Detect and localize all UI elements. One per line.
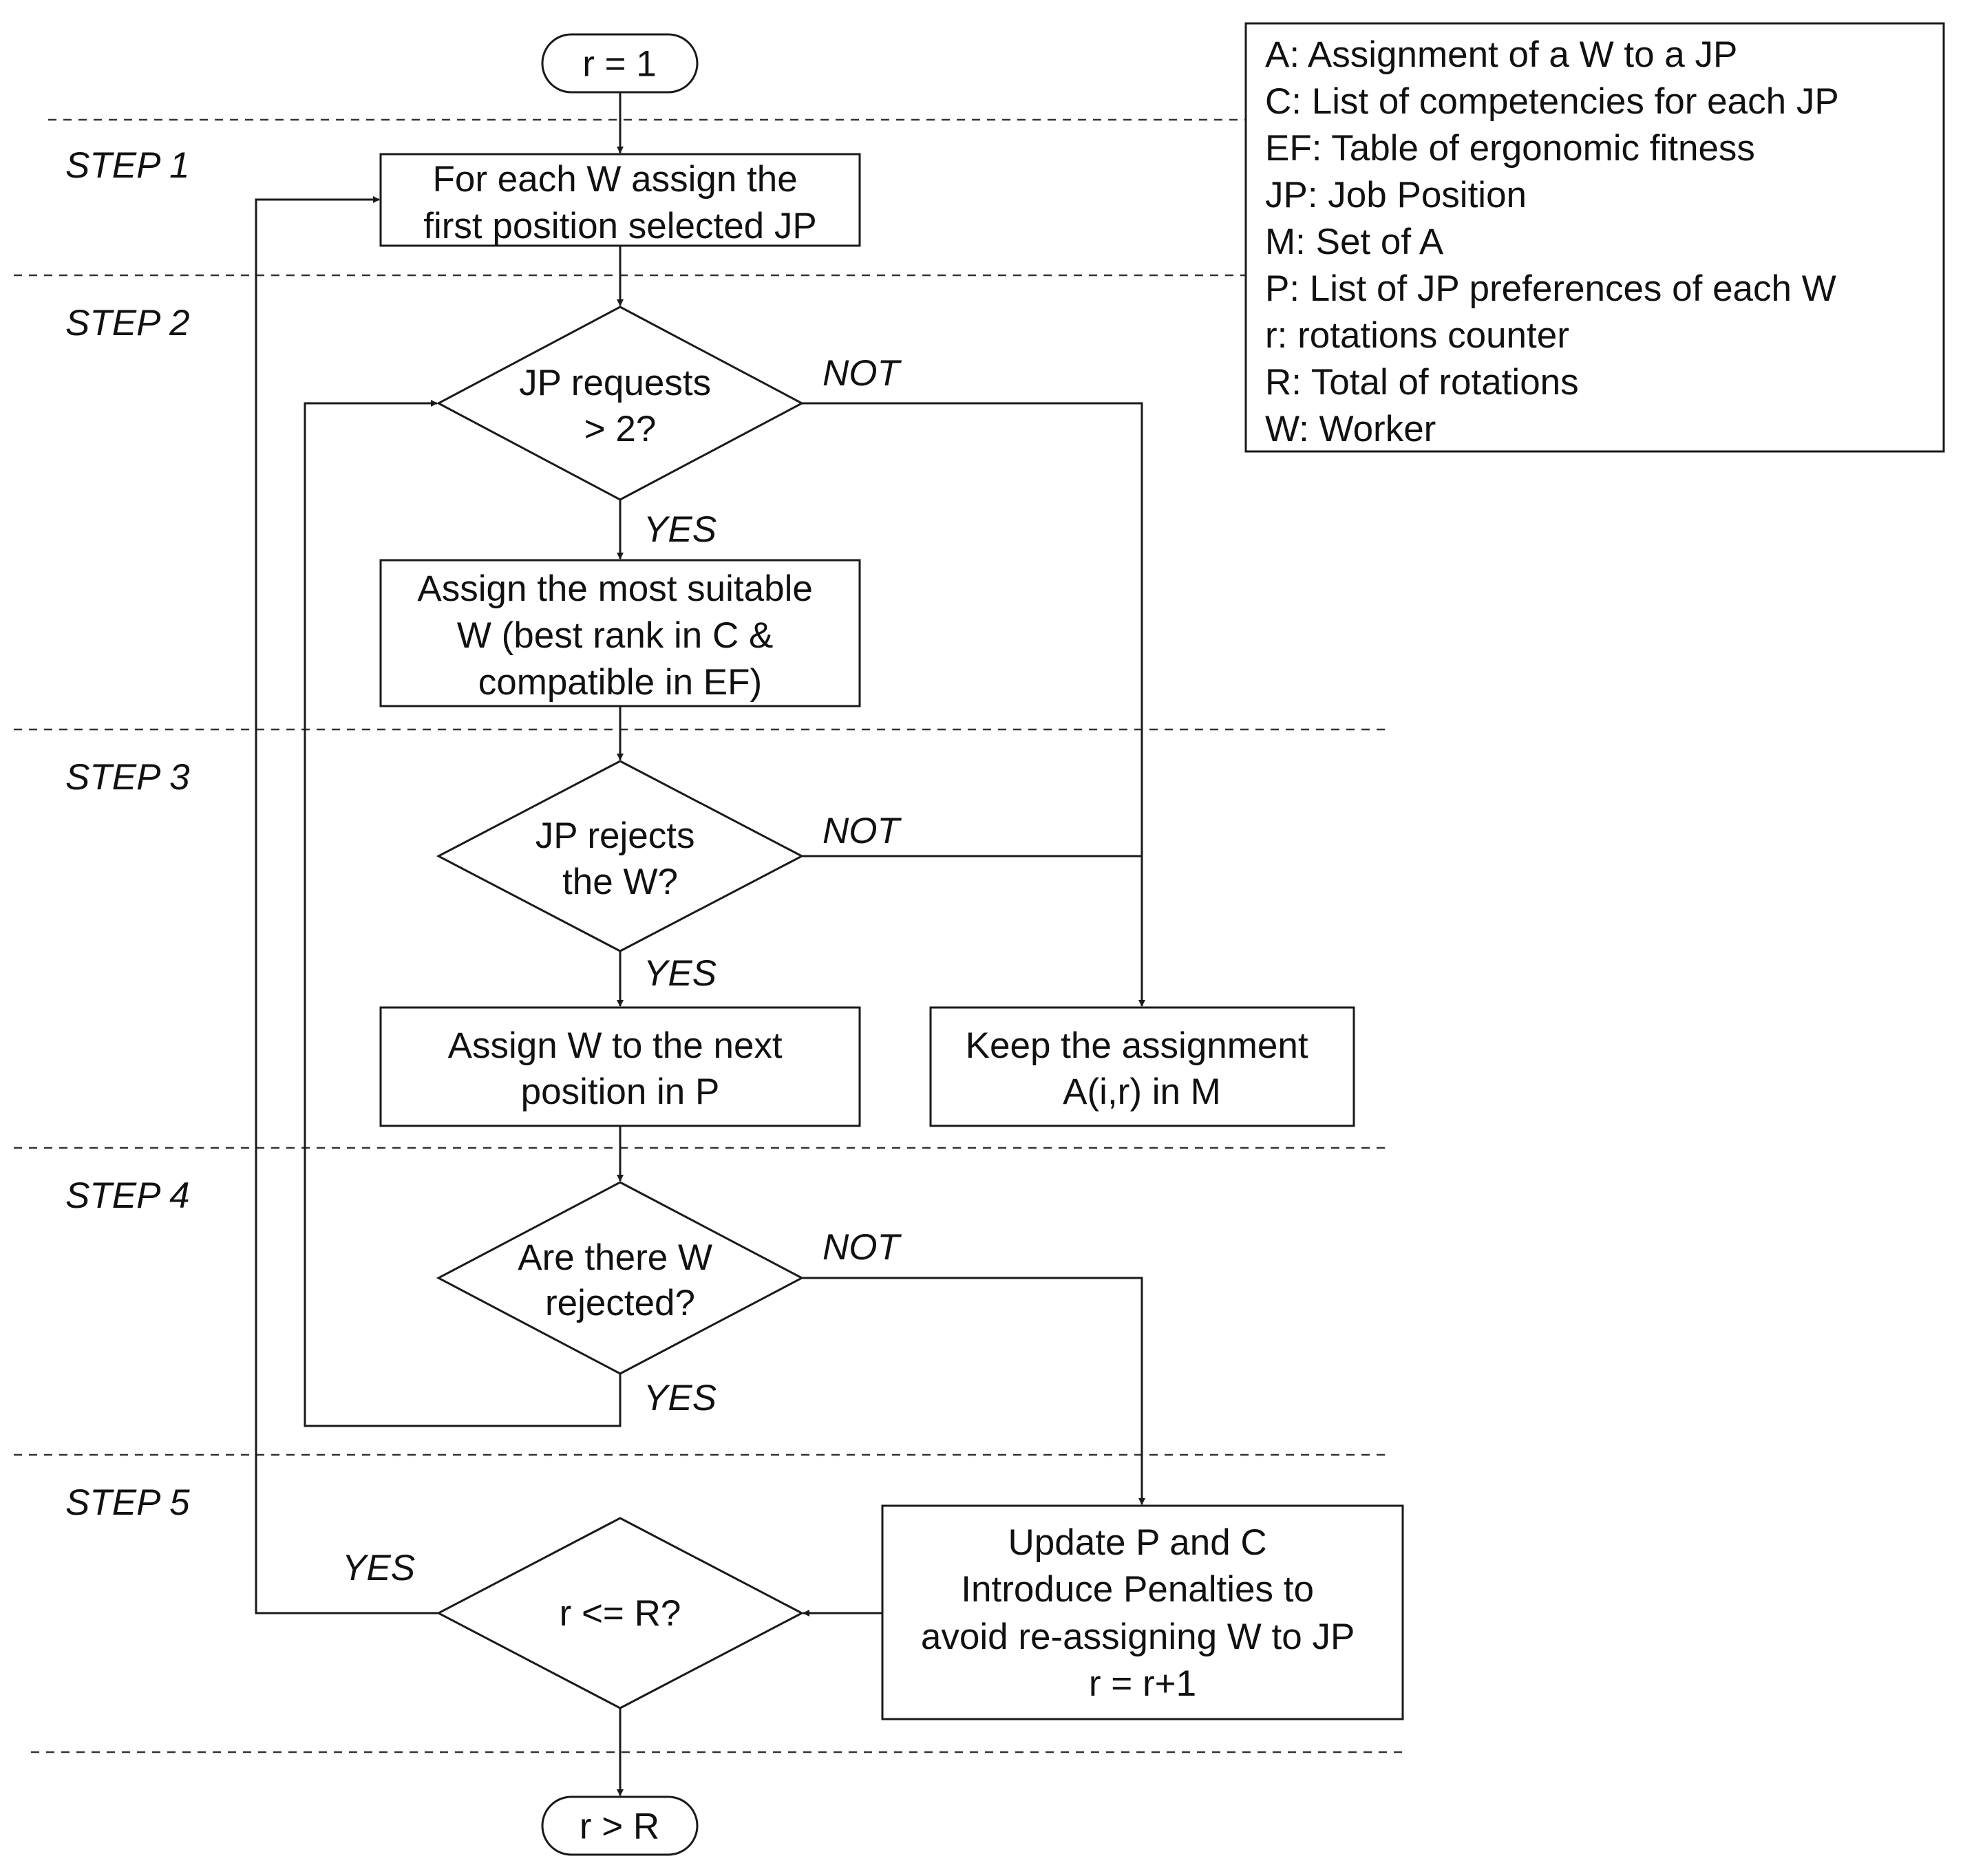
w-rejected-yes-label: YES bbox=[644, 1378, 717, 1418]
legend-box bbox=[1244, 22, 1945, 453]
legend: A: Assignment of a W to a JP C: List of … bbox=[1265, 34, 1839, 449]
legend-item: R: Total of rotations bbox=[1265, 362, 1579, 403]
legend-item: C: List of competencies for each JP bbox=[1265, 81, 1839, 122]
rejects-yes-label: YES bbox=[644, 953, 717, 994]
assign-suitable-label: Assign the most suitable W (best rank in… bbox=[417, 568, 823, 703]
assign-first-label: For each W assign the first position sel… bbox=[423, 159, 816, 246]
end-terminal bbox=[541, 1795, 699, 1856]
legend-item: P: List of JP preferences of each W bbox=[1265, 268, 1836, 309]
end-terminal-label: r > R bbox=[580, 1806, 659, 1847]
rejects-not-label: NOT bbox=[823, 811, 902, 851]
w-rejected-not-label: NOT bbox=[823, 1227, 902, 1268]
legend-item: A: Assignment of a W to a JP bbox=[1265, 34, 1737, 75]
jp-requests-label: JP requests > 2? bbox=[519, 363, 721, 449]
update-label: Update P and C Introduce Penalties to av… bbox=[921, 1522, 1364, 1704]
w-rejected-decision bbox=[436, 1181, 805, 1375]
w-rejected-label: Are there W rejected? bbox=[518, 1237, 723, 1323]
legend-item: r: rotations counter bbox=[1265, 315, 1569, 356]
jp-rejects-label: JP rejects the W? bbox=[535, 816, 705, 902]
connector-w-rejected-not bbox=[802, 1277, 1145, 1505]
r-check-label: r <= R? bbox=[560, 1593, 681, 1634]
connector-requests-not bbox=[802, 402, 1145, 1007]
check-yes-label: YES bbox=[342, 1548, 415, 1588]
step-2-label: STEP 2 bbox=[65, 303, 190, 343]
legend-item: EF: Table of ergonomic fitness bbox=[1265, 128, 1755, 169]
requests-not-label: NOT bbox=[823, 353, 902, 394]
legend-item: M: Set of A bbox=[1265, 222, 1444, 262]
step-3-label: STEP 3 bbox=[65, 757, 190, 798]
assign-suitable-box bbox=[379, 559, 861, 707]
jp-requests-decision bbox=[436, 306, 805, 501]
connector-check-yes-loop bbox=[255, 196, 438, 1614]
step-1-label: STEP 1 bbox=[65, 145, 190, 186]
update-box bbox=[881, 1504, 1404, 1720]
legend-item: JP: Job Position bbox=[1265, 175, 1527, 215]
connector-w-rejected-yes-loop bbox=[304, 400, 622, 1427]
step-4-label: STEP 4 bbox=[65, 1175, 190, 1216]
start-terminal-label: r = 1 bbox=[582, 44, 657, 85]
keep-assignment-box bbox=[929, 1006, 1355, 1127]
assign-next-box bbox=[379, 1006, 861, 1127]
assign-first-box bbox=[379, 153, 861, 247]
keep-assignment-label: Keep the assignment A(i,r) in M bbox=[966, 1025, 1319, 1112]
jp-rejects-decision bbox=[436, 760, 805, 952]
requests-yes-label: YES bbox=[644, 509, 717, 550]
step-5-label: STEP 5 bbox=[65, 1482, 190, 1523]
assign-next-label: Assign W to the next position in P bbox=[448, 1025, 793, 1112]
legend-item: W: Worker bbox=[1265, 409, 1436, 449]
